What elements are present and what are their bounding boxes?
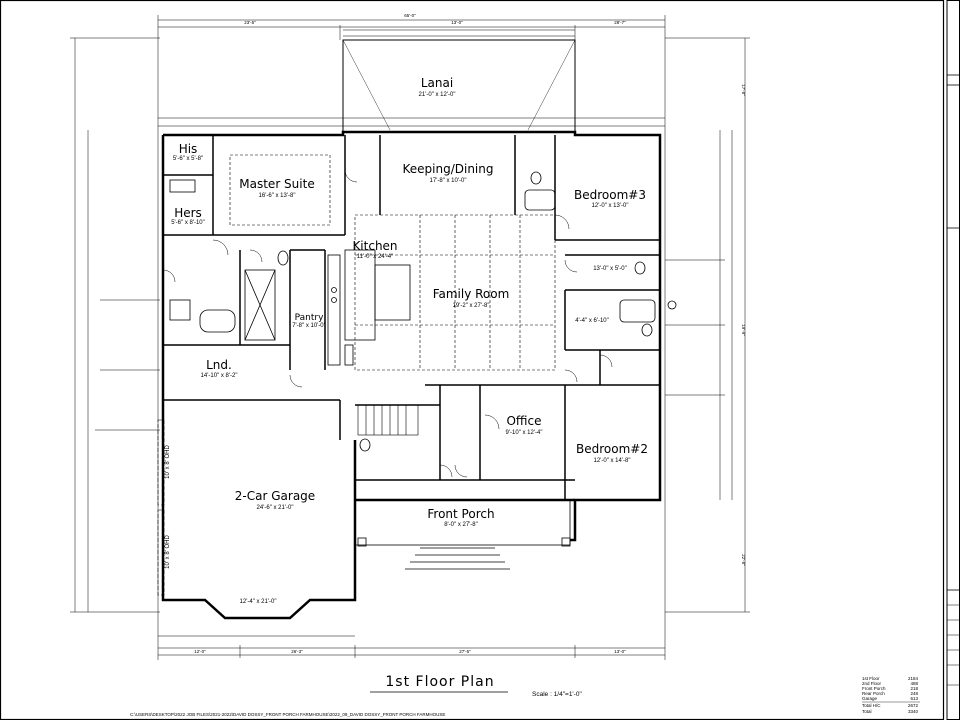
misc-notes: 10' x 8' OHD 10' x 8' OHD 12'-4" x 21'-0… [165,266,627,605]
area-value-5: 613 [910,696,918,701]
garage-door-note-1: 10' x 8' OHD [165,445,171,479]
room-name-pantry: Pantry [295,313,324,323]
bottom-dim-2: 26'-3" [291,649,303,654]
room-name-bedroom2: Bedroom#2 [576,442,648,456]
room-labels: Lanai 21'-0" x 12'-0" His 5'-6" x 5'-8" … [171,76,648,528]
sheet-footer-path: C:\USERS\DESKTOP\2022 JOB FILES\2021-202… [130,712,445,717]
room-dim-bedroom3: 12'-0" x 13'-0" [592,203,629,209]
room-dim-lanai: 21'-0" x 12'-0" [419,92,456,98]
room-dim-lnd: 14'-10" x 8'-2" [201,373,238,379]
area-table: 1st Floor 2184 2nd Floor 488 Front Porch… [862,676,920,714]
bath-fixtures [169,171,677,452]
room-dim-pantry: 7'-8" x 10'-0" [292,323,326,329]
room-dim-master-suite: 16'-6" x 13'-8" [259,193,296,199]
bottom-dim-3: 27'-5" [459,649,471,654]
area-label-4: Rear Porch [862,691,885,696]
garage-doors [157,419,165,596]
area-value-2: 488 [910,681,918,686]
bottom-dim-1: 12'-0" [194,649,206,654]
area-label-6: Total H/C [862,703,881,708]
room-name-kitchen: Kitchen [352,239,397,253]
room-name-garage: 2-Car Garage [235,489,315,503]
garage-bottom-note: 12'-4" x 21'-0" [240,599,277,605]
area-value-3: 218 [910,686,918,691]
area-value-4: 248 [910,691,918,696]
door-swings [162,169,613,478]
right-dim-3: 22'-8" [741,554,746,566]
room-dim-kitchen: 11'-0" x 24'-4" [357,254,393,260]
room-dim-office: 9'-10" x 12'-4" [506,430,543,436]
room-name-lnd: Lnd. [206,358,232,372]
room-name-lanai: Lanai [421,76,453,90]
top-dim-3: 28'-7" [614,20,626,25]
room-dim-keeping-dining: 17'-8" x 10'-0" [430,178,467,184]
area-value-6: 2672 [908,703,919,708]
bottom-dim-4: 13'-0" [614,649,626,654]
room-dim-his: 5'-6" x 5'-8" [173,156,203,162]
room-name-master-suite: Master Suite [239,177,314,191]
room-name-front-porch: Front Porch [427,507,494,521]
kitchen-cabinets [327,249,411,366]
room-dim-family-room: 19'-2" x 27'-8" [453,303,490,309]
interior-walls [163,135,660,500]
garage-door-note-2: 10' x 8' OHD [165,535,171,569]
area-value-1: 2184 [908,676,919,681]
lanai [342,29,576,133]
closet-note: 13'-0" x 5'-0" [593,266,627,272]
room-name-bedroom3: Bedroom#3 [574,188,646,202]
sheet-title: 1st Floor Plan [385,674,494,690]
area-label-7: Total [862,709,872,714]
top-dim-1: 23'-5" [244,20,256,25]
area-label-3: Front Porch [862,686,886,691]
room-name-his: His [179,142,198,156]
room-name-family-room: Family Room [433,287,510,301]
room-name-keeping-dining: Keeping/Dining [403,162,494,176]
room-name-office: Office [506,414,541,428]
sheet-title-block: 1st Floor Plan Scale : 1/4"=1'-0" C:\USE… [130,674,582,717]
room-dim-bedroom2: 12'-0" x 14'-8" [594,458,631,464]
area-label-1: 1st Floor [862,676,880,681]
sheet-scale: Scale : 1/4"=1'-0" [532,691,582,698]
stairs [357,404,419,436]
front-porch [354,499,571,570]
area-label-2: 2nd Floor [862,681,882,686]
bath-note: 4'-4" x 6'-10" [575,318,609,324]
room-dim-garage: 24'-6" x 21'-0" [257,505,294,511]
right-dim-1: 17'-8" [741,84,746,96]
overall-width-dim: 65'-0" [404,13,416,18]
right-dim-2: 19'-9" [741,324,746,336]
area-value-7: 3340 [908,709,919,714]
area-label-5: Garage [862,696,878,701]
dimension-text: 65'-0" 23'-5" 13'-0" 28'-7" 17'-8" 19'-9… [194,13,746,654]
room-dim-front-porch: 8'-0" x 27'-8" [444,522,478,528]
dimension-lines [70,15,750,660]
family-room-beams [229,154,556,371]
room-name-hers: Hers [174,206,202,220]
top-dim-2: 13'-0" [451,20,463,25]
room-dim-hers: 5'-6" x 8'-10" [171,220,205,226]
